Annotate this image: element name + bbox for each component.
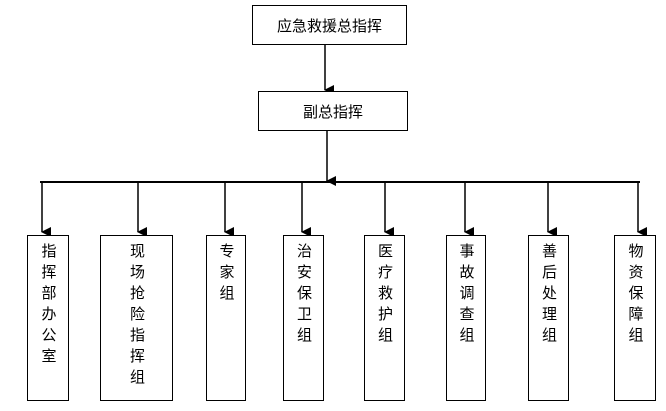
group-supplies-label: 物资保障组 — [626, 243, 645, 348]
group-command-office-box: 指挥部办公室 — [27, 235, 69, 401]
group-medical-box: 医疗救护组 — [364, 235, 405, 401]
group-security-label: 治安保卫组 — [295, 243, 313, 348]
group-medical-label: 医疗救护组 — [376, 243, 394, 348]
commander-in-chief-label: 应急救援总指挥 — [276, 16, 382, 35]
group-experts-box: 专家组 — [206, 235, 246, 401]
group-supplies-box: 物资保障组 — [614, 235, 656, 401]
group-command-office-label: 指挥部办公室 — [39, 243, 58, 369]
deputy-commander-box: 副总指挥 — [258, 91, 408, 131]
group-investigation-label: 事故调查组 — [457, 243, 476, 348]
group-security-box: 治安保卫组 — [283, 235, 324, 401]
group-aftermath-box: 善后处理组 — [528, 235, 569, 401]
group-investigation-box: 事故调查组 — [446, 235, 486, 401]
group-aftermath-label: 善后处理组 — [540, 243, 558, 348]
group-onsite-rescue-box: 现场抢险指挥组 — [100, 235, 173, 401]
group-experts-label: 专家组 — [217, 243, 236, 306]
group-onsite-rescue-label: 现场抢险指挥组 — [128, 243, 146, 390]
deputy-commander-label: 副总指挥 — [302, 102, 363, 121]
commander-in-chief-box: 应急救援总指挥 — [252, 5, 407, 45]
